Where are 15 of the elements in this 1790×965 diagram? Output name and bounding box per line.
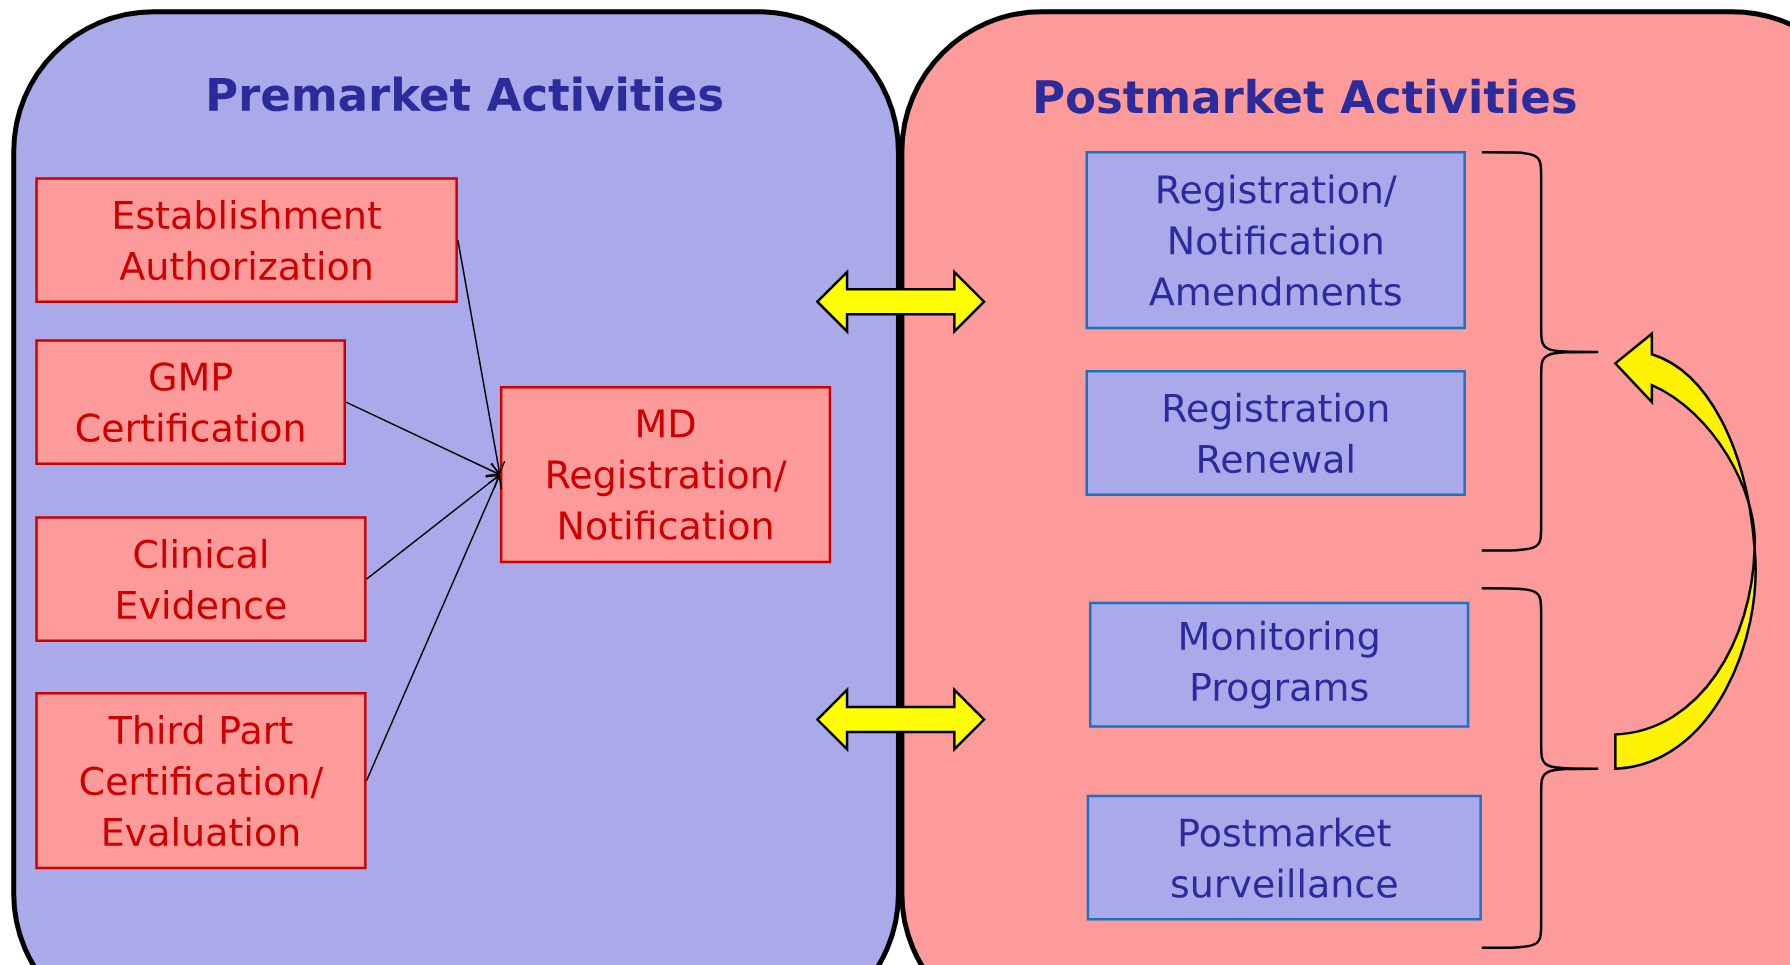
requirement-box: MD Registration/ Notification [499,386,832,564]
panel-title: Premarket Activities [209,76,722,112]
requirement-box: GMP Certification [35,339,346,466]
activity-box: Registration/ Notification Amendments [1085,150,1466,330]
activity-box: Registration Renewal [1085,370,1466,496]
activity-box: Monitoring Programs [1088,601,1470,728]
arrow [365,474,500,580]
panel-title: Postmarket Activities [1036,78,1576,114]
arrow [457,239,506,475]
arrow [345,401,500,477]
requirement-box: Third Part Certification/ Evaluation [35,692,367,870]
activity-box: Postmarket surveillance [1086,794,1482,921]
requirement-box: Establishment Authorization [35,177,458,303]
arrow [365,474,503,782]
requirement-box: Clinical Evidence [35,516,367,643]
